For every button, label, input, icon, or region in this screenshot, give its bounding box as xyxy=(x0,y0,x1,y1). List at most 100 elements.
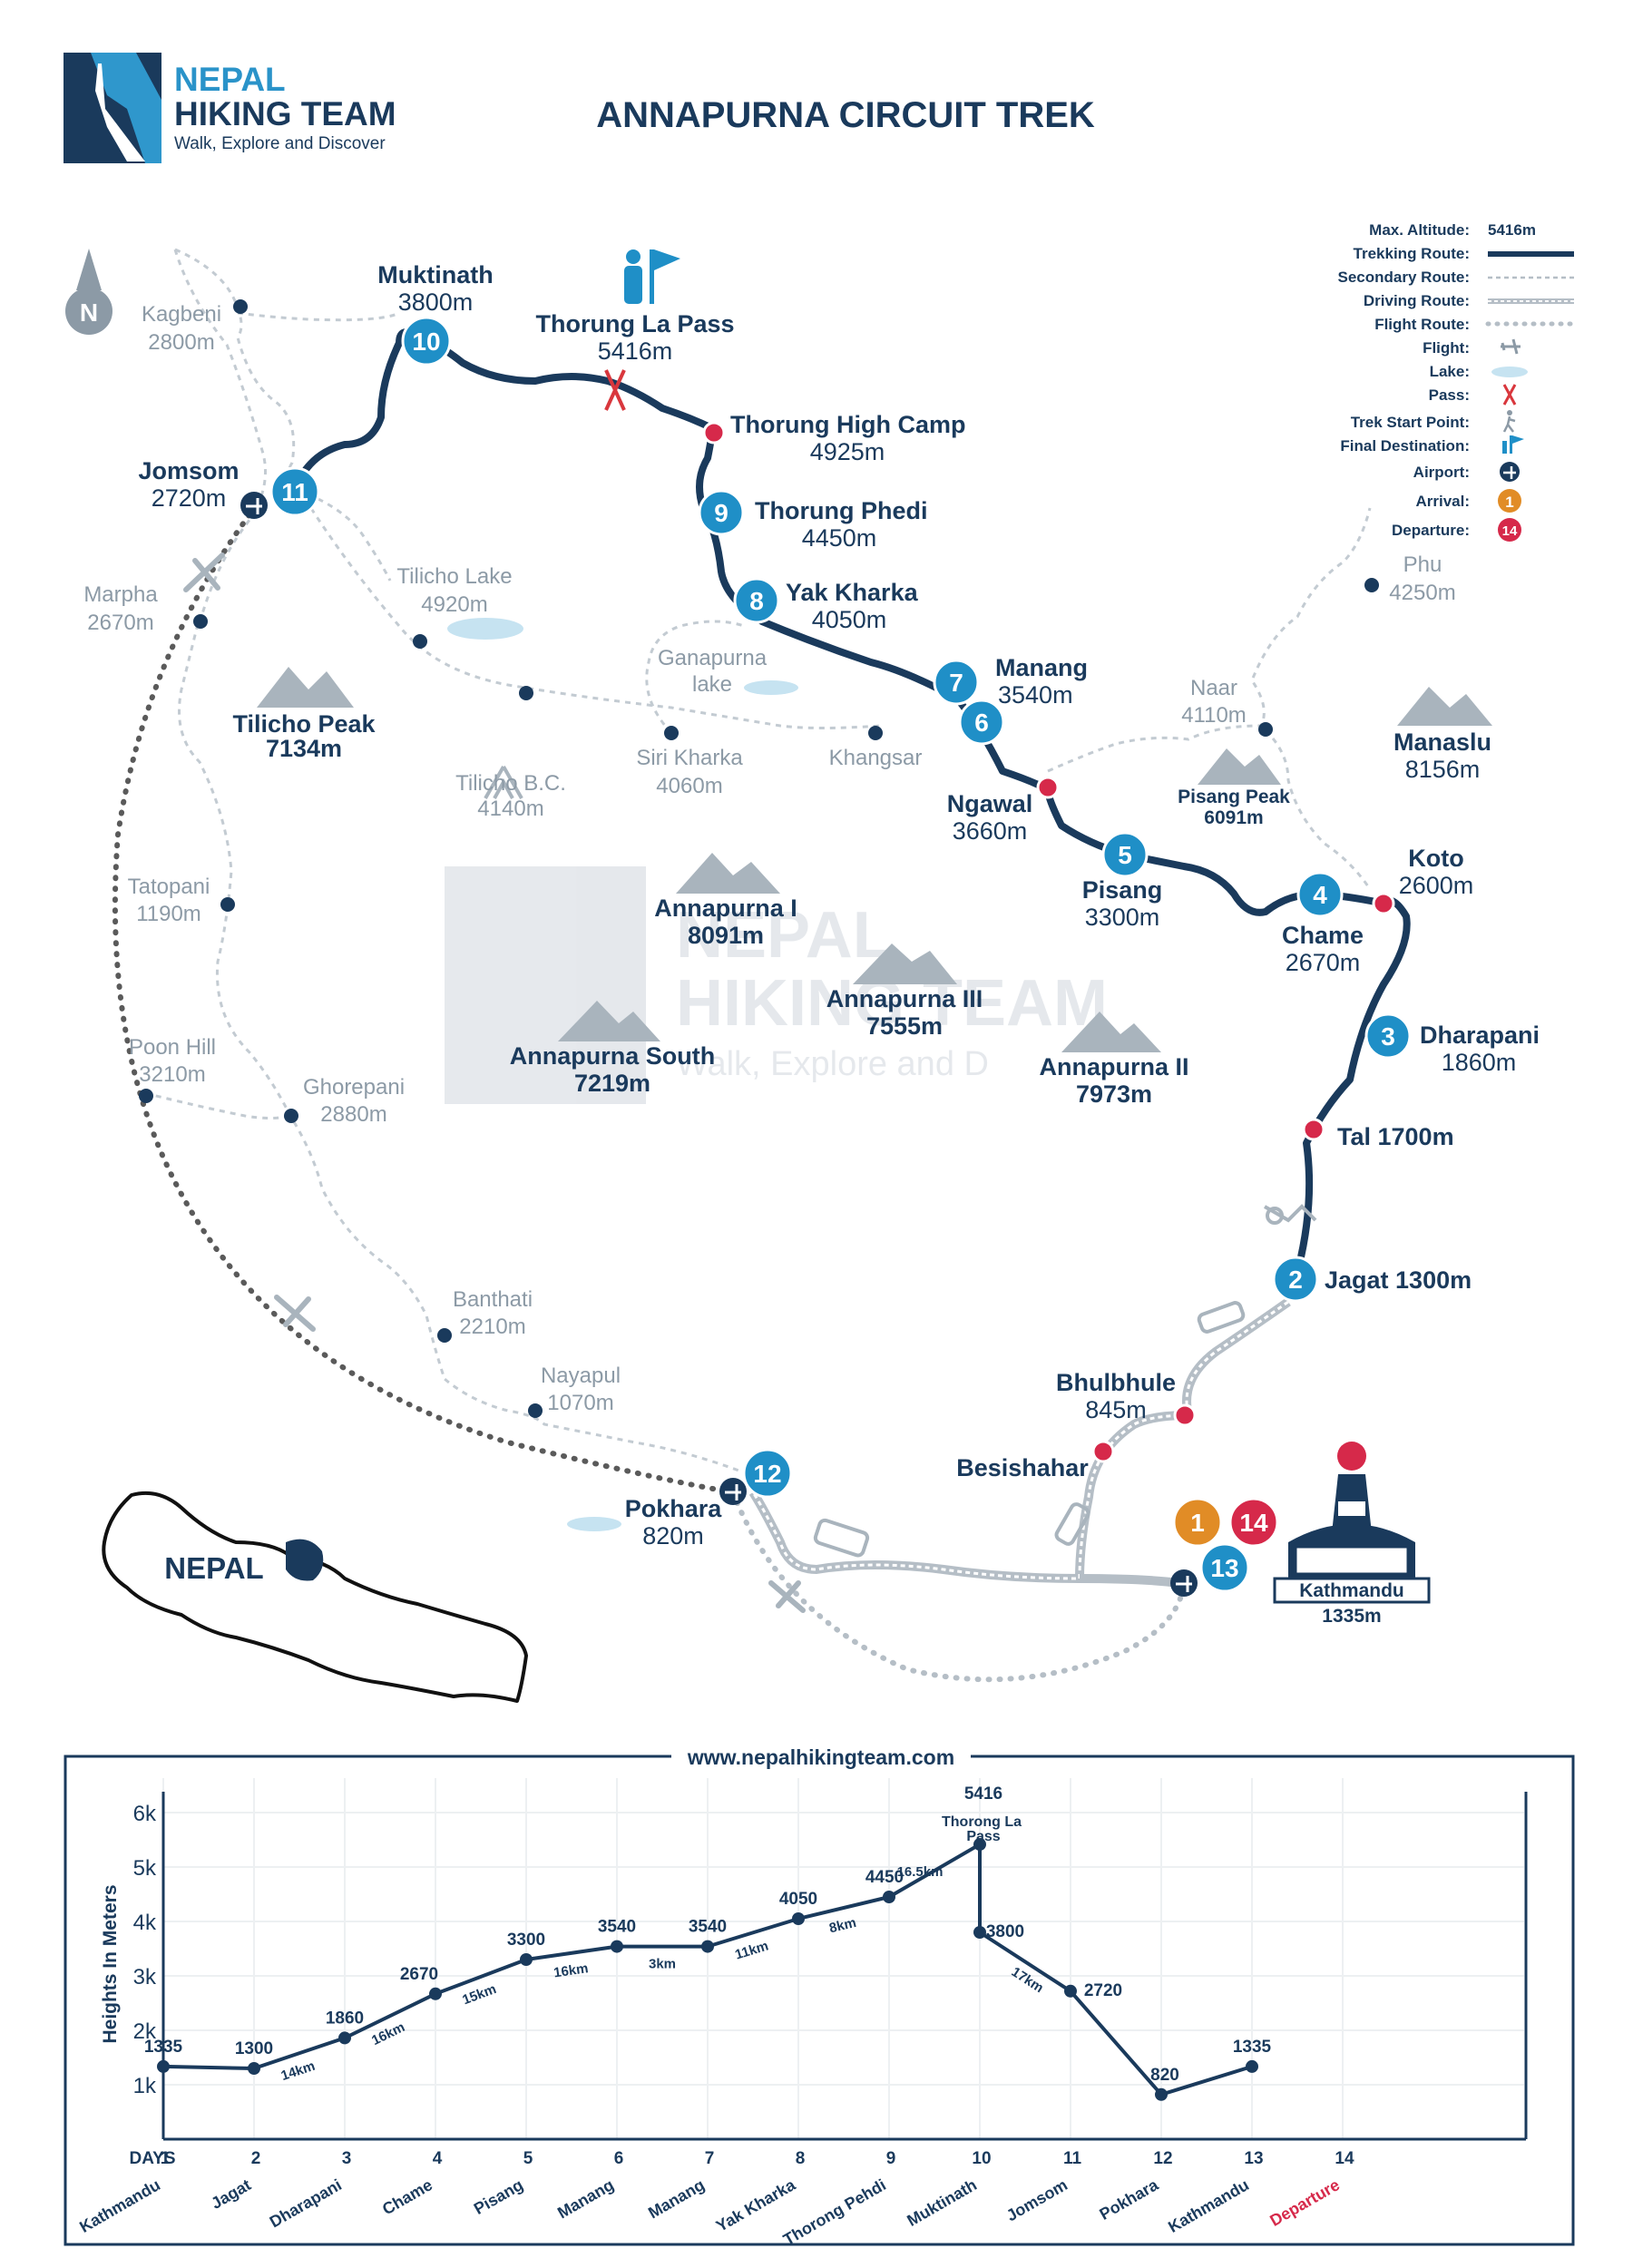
tilicho-lake-name: Tilicho Lake xyxy=(396,564,512,589)
watermark-logo xyxy=(445,866,646,1104)
annapurna-i-alt: 8091m xyxy=(688,922,764,949)
ganapurna-name: Ganapurna xyxy=(658,646,768,670)
website-label-bg xyxy=(671,1742,971,1773)
kathmandu-alt: 1335m xyxy=(1322,1606,1381,1627)
legend: Max. Altitude: 5416m Trekking Route: Sec… xyxy=(1338,221,1577,542)
stop-badge-11 xyxy=(269,466,320,517)
chart-distance-label: 14km xyxy=(279,2058,318,2084)
kathmandu-stupa-icon xyxy=(1273,1442,1431,1604)
tal-dot xyxy=(1302,1118,1325,1141)
phu-name: Phu xyxy=(1403,552,1442,577)
departure-badge-label: 14 xyxy=(1239,1509,1268,1537)
legend-departure-badge xyxy=(1498,518,1521,542)
legend-departure-num: 14 xyxy=(1502,523,1518,539)
legend-arrival-num: 1 xyxy=(1505,494,1513,511)
legend-airport-plane xyxy=(1503,466,1516,479)
manaslu-mountain-icon xyxy=(1397,687,1492,726)
yak-kharka-name: Yak Kharka xyxy=(786,579,919,606)
chart-point-label: 2720 xyxy=(1084,1981,1122,2000)
chart-x-tick-label: 12 xyxy=(1153,2149,1172,2168)
departure-badge xyxy=(1228,1497,1279,1548)
pisang-alt: 3300m xyxy=(1085,904,1160,931)
legend-driving-route: Driving Route: xyxy=(1364,292,1470,309)
annapurna-ii-mountain-icon xyxy=(1061,1012,1161,1052)
chart-pass-label-2: Pass xyxy=(966,1829,1000,1844)
stop-badge-10-label: 10 xyxy=(412,327,440,356)
chart-point xyxy=(520,1953,533,1966)
chart-x-place-label: Thorong Pehdi xyxy=(780,2175,889,2249)
jeep-icon-2 xyxy=(1054,1502,1090,1546)
chart-point xyxy=(973,1926,986,1939)
tatopani-name: Tatopani xyxy=(128,875,210,899)
brand-name-line1: NEPAL xyxy=(174,61,286,98)
banthati-dot xyxy=(437,1328,452,1343)
jeep-icon-1 xyxy=(1197,1301,1246,1334)
chart-x-place-label: Kathmandu xyxy=(76,2175,163,2236)
high-camp-alt: 4925m xyxy=(810,438,885,465)
chame-name: Chame xyxy=(1282,922,1364,949)
chart-x-tick-label: 8 xyxy=(796,2149,806,2168)
chart-x-tick-label: 6 xyxy=(614,2149,624,2168)
chart-x-tick-label: 10 xyxy=(972,2149,991,2168)
annapurna-iii-mountain-icon xyxy=(853,943,957,984)
ganapurna-lake-icon xyxy=(744,680,798,695)
chart-x-axis-label: DAYS xyxy=(129,2149,175,2168)
website-label[interactable]: www.nepalhikingteam.com xyxy=(687,1745,954,1769)
flight-route-pokhara-jomsom xyxy=(112,503,736,1495)
tatopani-alt: 1190m xyxy=(136,902,201,926)
arrival-badge xyxy=(1172,1497,1223,1548)
chart-point xyxy=(157,2059,170,2073)
chart-series-line xyxy=(162,1843,1253,2097)
chart-point-label: 1335 xyxy=(1233,2038,1272,2057)
besishahar-dot xyxy=(1091,1440,1115,1463)
legend-pass: Pass: xyxy=(1429,386,1470,404)
plane-icon-3 xyxy=(768,1580,806,1613)
chart-point-label: 4050 xyxy=(779,1890,817,1909)
flight-route-kathmandu-pokhara xyxy=(730,1490,1187,1683)
legend-arrival-badge xyxy=(1498,489,1521,513)
chart-y-tick-label: 4k xyxy=(133,1911,157,1935)
tilicho-bc-name: Tilicho B.C. xyxy=(455,771,566,796)
stop-badge-2-label: 2 xyxy=(1288,1266,1303,1294)
koto-alt: 2600m xyxy=(1399,872,1474,899)
secondary-route-naar-phu xyxy=(1047,507,1372,773)
legend-flag-icon xyxy=(1502,435,1524,454)
legend-pass-icon xyxy=(1502,384,1517,406)
stop-badge-11-label: 11 xyxy=(281,478,308,506)
chart-point-label: 2670 xyxy=(400,1965,438,1984)
annapurna-ii-name: Annapurna II xyxy=(1039,1053,1188,1080)
high-camp-name: Thorung High Camp xyxy=(730,411,965,438)
legend-trek-start: Trek Start Point: xyxy=(1351,414,1470,431)
pisang-peak-name: Pisang Peak xyxy=(1178,787,1290,807)
phewa-lake-icon xyxy=(567,1517,621,1531)
annapurna-south-mountain-icon xyxy=(558,1001,660,1041)
tal-label: Tal 1700m xyxy=(1337,1123,1454,1150)
secondary-route-naar-koto xyxy=(1264,728,1372,890)
plane-icon-2 xyxy=(274,1295,316,1332)
stop-badge-9-label: 9 xyxy=(714,499,728,527)
chart-x-tick-label: 2 xyxy=(251,2149,261,2168)
chart-distance-label: 3km xyxy=(649,1957,676,1972)
legend-plane-icon xyxy=(1501,338,1521,355)
legend-airport: Airport: xyxy=(1413,464,1470,481)
legend-max-altitude-label: Max. Altitude: xyxy=(1369,221,1470,239)
muktinath-alt: 3800m xyxy=(398,288,474,316)
jomsom-airport-plane xyxy=(246,498,262,514)
naar-name: Naar xyxy=(1190,676,1237,700)
annapurna-region-highlight xyxy=(286,1539,324,1581)
besishahar-label: Besishahar xyxy=(956,1454,1089,1481)
jagat-label: Jagat 1300m xyxy=(1325,1266,1472,1294)
ngawal-name: Ngawal xyxy=(947,790,1033,817)
chart-point-label: 820 xyxy=(1150,2066,1179,2085)
legend-trekking-route: Trekking Route: xyxy=(1354,245,1470,262)
brand-logo[interactable] xyxy=(64,53,161,163)
marpha-dot xyxy=(193,614,208,629)
kagbeni-dot xyxy=(233,299,248,314)
naar-alt: 4110m xyxy=(1181,703,1247,728)
chart-distance-label: 17km xyxy=(1009,1964,1046,1996)
chart-point xyxy=(338,2031,351,2045)
chart-x-tick-label: 9 xyxy=(886,2149,896,2168)
hiker-start-wheel xyxy=(1266,1207,1284,1225)
stop-badge-2 xyxy=(1272,1256,1319,1303)
